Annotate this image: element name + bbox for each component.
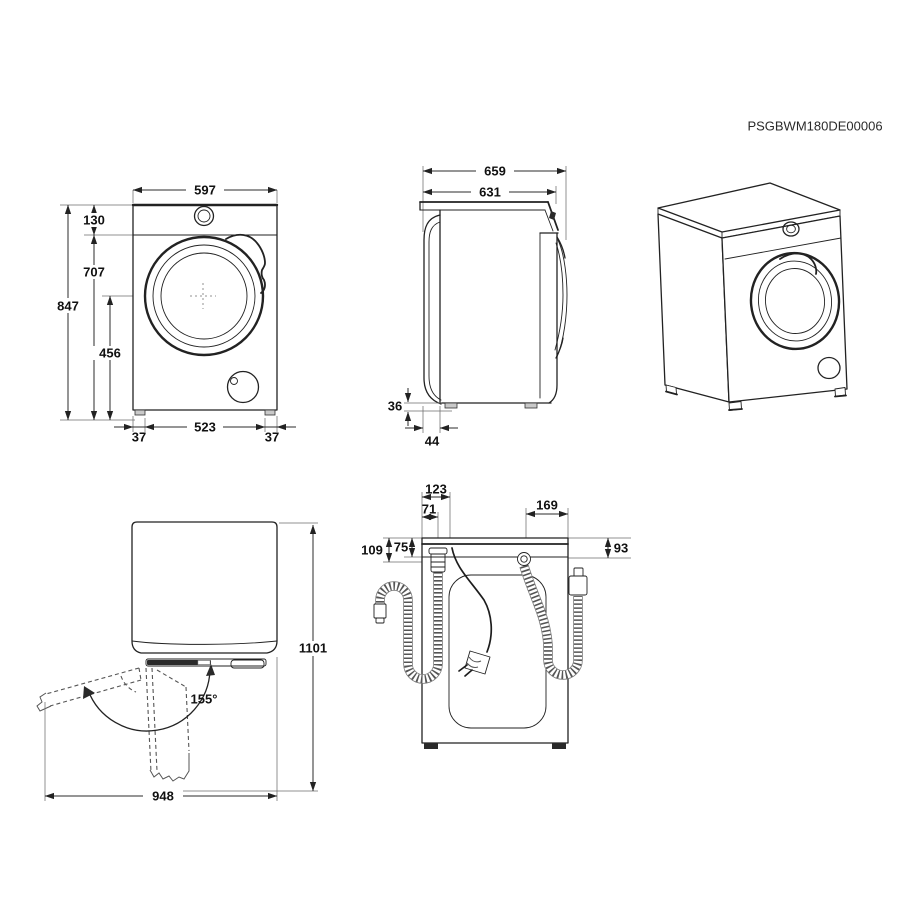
dim-side-rear-gap-depth: 44 bbox=[425, 434, 440, 449]
power-plug bbox=[464, 650, 491, 675]
dim-front-width: 597 bbox=[194, 183, 216, 198]
dim-rear-drain-offset: 71 bbox=[422, 502, 436, 517]
dim-top-width-open: 948 bbox=[152, 789, 174, 804]
dim-door-angle: 155° bbox=[191, 692, 218, 707]
dim-front-drum-center: 456 bbox=[99, 346, 121, 361]
side-foot-right bbox=[524, 402, 538, 409]
perspective-view bbox=[657, 182, 848, 411]
dim-side-depth-total: 659 bbox=[484, 164, 506, 179]
front-foot-left bbox=[134, 409, 146, 416]
dim-front-right-foot: 37 bbox=[265, 430, 279, 445]
dim-top-depth-open: 1101 bbox=[299, 641, 327, 656]
front-filter-cap bbox=[226, 370, 260, 404]
front-view: 597 847 130 707 456 37 523 37 bbox=[51, 183, 296, 445]
part-number: PSGBWM180DE00006 bbox=[747, 119, 882, 134]
power-cord bbox=[451, 547, 493, 677]
dim-front-left-foot: 37 bbox=[132, 430, 146, 445]
dim-rear-inlet-offset: 169 bbox=[536, 498, 558, 513]
front-door bbox=[143, 233, 266, 357]
perspective-door bbox=[749, 251, 841, 351]
dim-front-panel-height: 130 bbox=[83, 213, 105, 228]
dim-rear-inlet-drop: 93 bbox=[614, 541, 628, 556]
dim-rear-cord-offset: 123 bbox=[425, 482, 447, 497]
top-view-door-swing: 155° 1101 948 bbox=[36, 521, 334, 804]
front-knob bbox=[193, 205, 215, 227]
perspective-filter-cap bbox=[817, 356, 841, 380]
side-foot-left bbox=[444, 402, 458, 409]
dim-rear-drain-drop: 109 bbox=[361, 543, 383, 558]
perspective-knob bbox=[782, 221, 800, 237]
rear-foot-left bbox=[424, 743, 438, 749]
dim-side-depth-body: 631 bbox=[479, 185, 501, 200]
dim-front-feet-spacing: 523 bbox=[194, 420, 216, 435]
top-door-open-155 bbox=[36, 667, 142, 712]
side-view: 659 631 36 44 bbox=[388, 164, 568, 449]
dim-front-door-zone: 707 bbox=[83, 265, 105, 280]
rear-foot-right bbox=[552, 743, 566, 749]
front-foot-right bbox=[264, 409, 276, 416]
top-door-handle bbox=[230, 659, 265, 669]
top-door-open-90 bbox=[145, 667, 190, 782]
drain-hose bbox=[373, 547, 448, 684]
rear-view: 123 71 169 109 75 93 bbox=[361, 482, 631, 749]
top-door-closed bbox=[147, 660, 211, 665]
dim-side-rear-gap-height: 36 bbox=[388, 399, 402, 414]
dim-front-height: 847 bbox=[57, 299, 79, 314]
inlet-hose bbox=[517, 552, 588, 680]
door-swing-arc bbox=[87, 669, 211, 732]
dim-rear-band-drop: 75 bbox=[394, 540, 408, 555]
